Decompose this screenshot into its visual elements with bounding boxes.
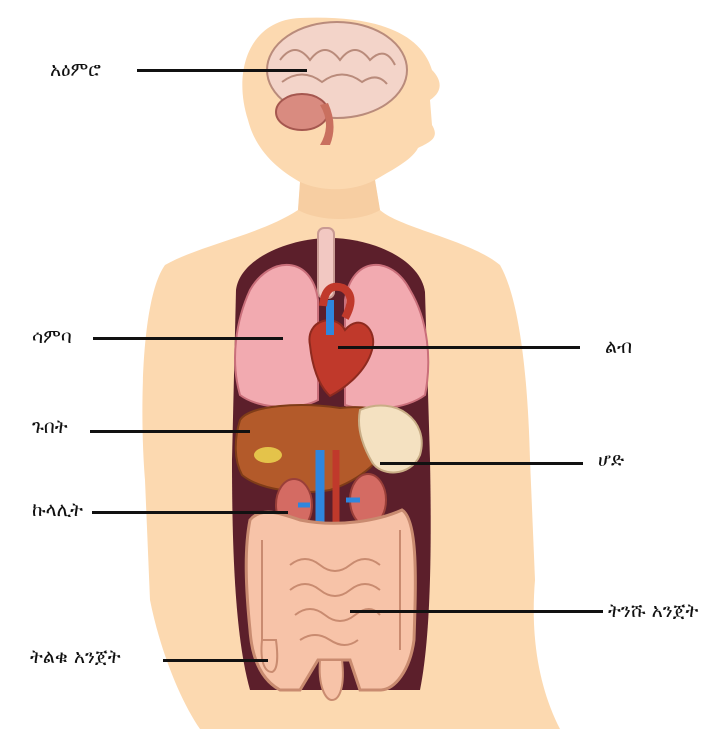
gallbladder bbox=[254, 447, 282, 463]
heart-leader-line bbox=[338, 346, 580, 349]
small-intestine-label: ትንሹ አንጀት bbox=[608, 602, 698, 621]
liver-leader-line bbox=[90, 430, 250, 433]
liver-label: ጉበት bbox=[32, 418, 68, 437]
intestines-illustration bbox=[246, 510, 415, 700]
large-intestine-label: ትልቁ አንጀት bbox=[30, 648, 121, 667]
large-intestine-leader-line bbox=[163, 659, 268, 662]
lungs-label: ሳምባ bbox=[32, 328, 72, 347]
stomach-leader-line bbox=[380, 462, 583, 465]
stomach-label: ሆድ bbox=[598, 451, 624, 470]
kidneys-leader-line bbox=[92, 511, 288, 514]
heart-label: ልብ bbox=[605, 338, 632, 357]
lungs-leader-line bbox=[93, 337, 283, 340]
brain-label: አዕምሮ bbox=[50, 61, 101, 80]
brain-leader-line bbox=[137, 69, 307, 72]
kidneys-label: ኩላሊት bbox=[32, 501, 83, 520]
small-intestine-leader-line bbox=[350, 610, 603, 613]
